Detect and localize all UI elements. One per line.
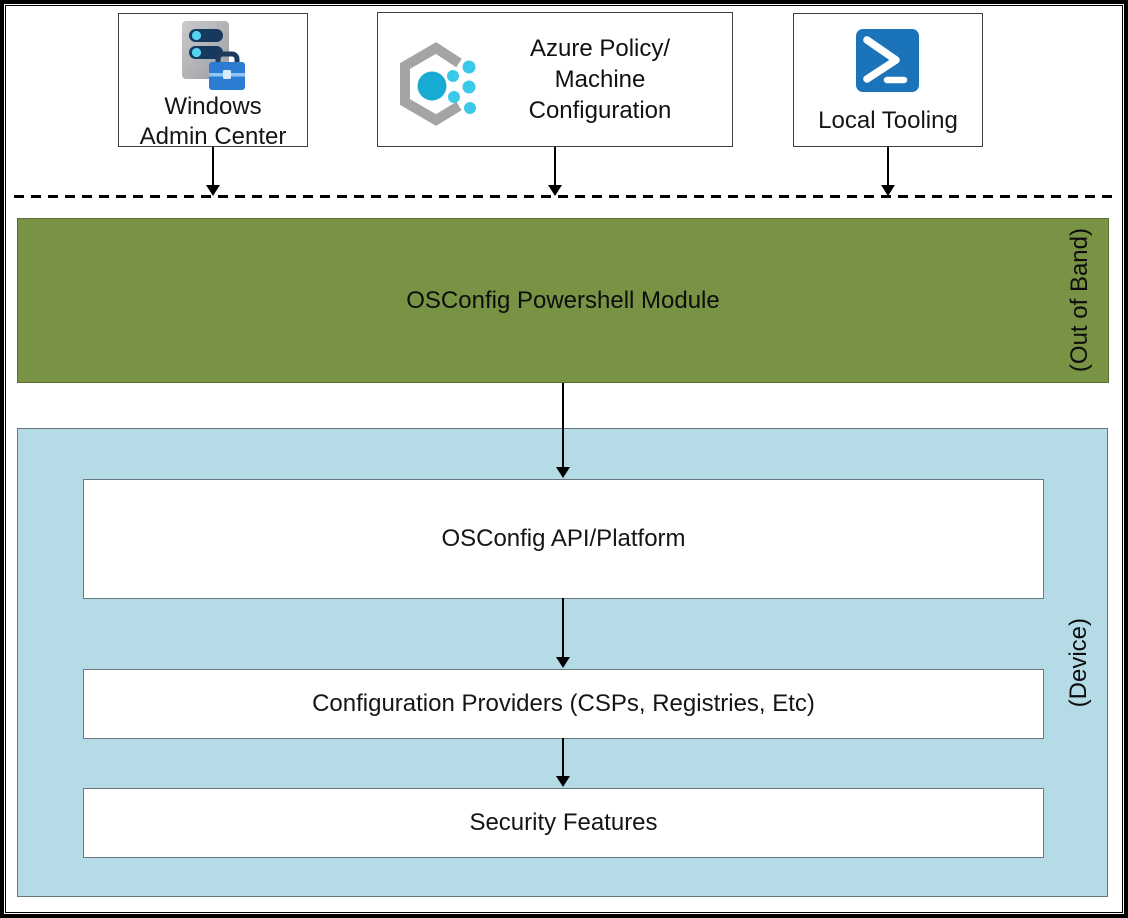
security-features-label: Security Features bbox=[469, 809, 658, 836]
osconfig-api-platform-label: OSConfig API/Platform bbox=[441, 525, 686, 552]
device-side-label: (Device) bbox=[1065, 617, 1092, 708]
azure-policy-box: Azure Policy/ Machine Configuration bbox=[377, 12, 733, 147]
arrow-api-to-providers bbox=[556, 598, 570, 668]
arrow-local-to-module bbox=[881, 147, 895, 196]
arrow-module-to-api bbox=[556, 383, 570, 478]
arrow-azure-to-module bbox=[548, 147, 562, 196]
osconfig-powershell-module-bar: OSConfig Powershell Module (Out of Band) bbox=[17, 218, 1109, 383]
out-of-band-boundary-dashed-line bbox=[14, 195, 1114, 198]
machine-configuration-hexagon-icon bbox=[390, 31, 482, 129]
windows-admin-center-label-line1: Windows bbox=[164, 93, 262, 120]
configuration-providers-box: Configuration Providers (CSPs, Registrie… bbox=[83, 669, 1044, 739]
azure-policy-label-line1: Azure Policy/ bbox=[529, 35, 671, 62]
osconfig-api-platform-box: OSConfig API/Platform bbox=[83, 479, 1044, 599]
windows-admin-center-label: Windows Admin Center bbox=[140, 92, 287, 152]
azure-policy-label-line3: Configuration bbox=[528, 97, 672, 124]
security-features-box: Security Features bbox=[83, 788, 1044, 858]
azure-policy-label-line2: Machine bbox=[554, 66, 646, 93]
configuration-providers-label: Configuration Providers (CSPs, Registrie… bbox=[312, 690, 815, 717]
windows-admin-center-box: Windows Admin Center bbox=[118, 13, 308, 150]
osconfig-powershell-module-label: OSConfig Powershell Module bbox=[406, 286, 720, 314]
azure-policy-label: Azure Policy/ Machine Configuration bbox=[482, 33, 732, 126]
powershell-prompt-icon bbox=[856, 29, 920, 92]
arrow-wac-to-module bbox=[206, 147, 220, 196]
server-with-toolbox-icon bbox=[180, 20, 246, 92]
arrow-providers-to-security bbox=[556, 738, 570, 787]
out-of-band-side-label: (Out of Band) bbox=[1066, 228, 1093, 373]
windows-admin-center-label-line2: Admin Center bbox=[139, 123, 287, 150]
local-tooling-label: Local Tooling bbox=[818, 107, 958, 134]
local-tooling-box: Local Tooling bbox=[793, 13, 983, 147]
